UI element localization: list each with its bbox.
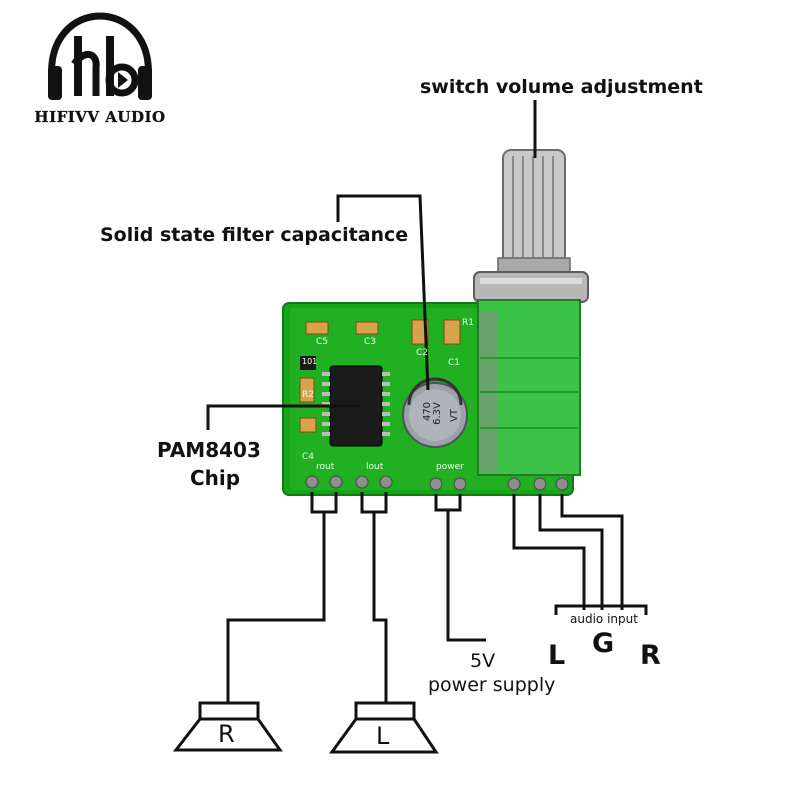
wire-input-g xyxy=(538,494,604,610)
silk-r2: R2 xyxy=(302,390,314,400)
silk-rout: rout xyxy=(316,462,335,472)
silk-101: 101 xyxy=(302,357,318,366)
label-audio-input: audio input xyxy=(570,612,638,626)
label-chip-line1: PAM8403 xyxy=(157,438,261,462)
silk-c4: C4 xyxy=(302,452,315,462)
audio-input-bracket xyxy=(554,604,648,615)
headphone-logo-icon xyxy=(48,12,152,100)
wire-power xyxy=(434,494,462,512)
label-speaker-l: L xyxy=(376,722,390,750)
label-input-r: R xyxy=(640,640,661,671)
label-chip-line2: Chip xyxy=(190,466,241,490)
silk-c5: C5 xyxy=(316,337,329,347)
label-speaker-r: R xyxy=(218,720,235,748)
speaker-r-icon xyxy=(172,701,283,752)
label-power-line1: 5V xyxy=(470,650,496,672)
silk-r1: R1 xyxy=(462,318,474,328)
silk-power: power xyxy=(436,462,464,472)
wire-input-l xyxy=(512,494,586,610)
wire-input-r xyxy=(560,494,624,610)
speaker-l-icon xyxy=(329,701,439,754)
label-input-l: L xyxy=(548,640,566,671)
potentiometer-nut xyxy=(473,271,589,303)
label-input-g: G xyxy=(592,628,615,659)
brand-logo-text: HIFIVV AUDIO xyxy=(34,108,166,126)
silk-c2: C2 xyxy=(416,348,429,358)
label-switch-volume: switch volume adjustment xyxy=(420,76,703,98)
label-power-line2: power supply xyxy=(428,674,556,696)
cap-mark-voltage: 6.3V xyxy=(431,402,443,425)
silk-c3: C3 xyxy=(364,337,377,347)
leader-line-capacitor xyxy=(336,194,430,391)
silk-lout: lout xyxy=(366,462,384,472)
cap-mark-vt: VT xyxy=(448,409,460,422)
label-capacitor: Solid state filter capacitance xyxy=(100,224,409,246)
leader-line-chip xyxy=(206,404,360,430)
silk-c1: C1 xyxy=(448,358,461,368)
